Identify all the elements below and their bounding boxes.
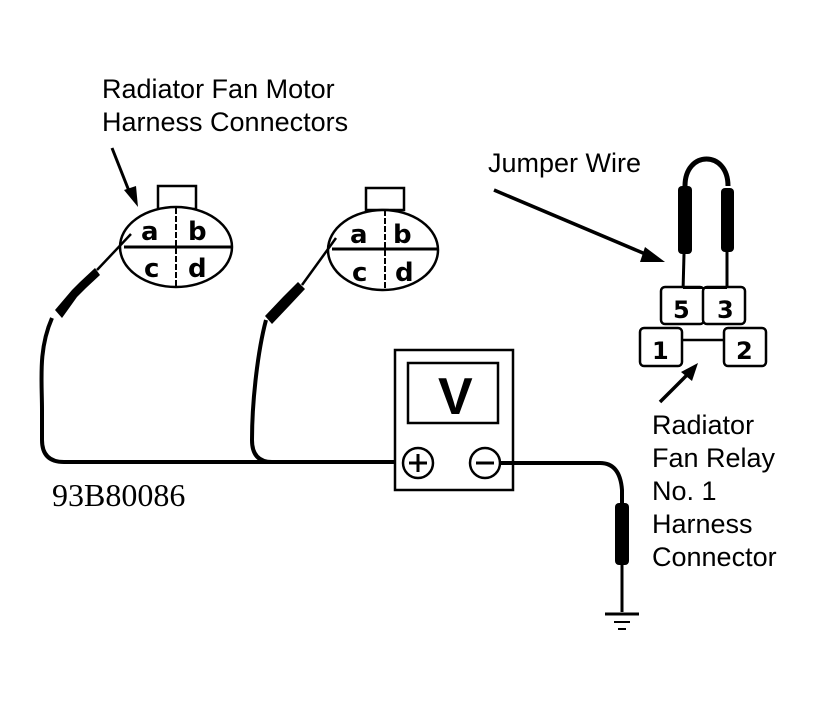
figure-code: 93B80086 <box>52 477 185 513</box>
fan-motor-connector-1: a b c d <box>118 184 234 289</box>
jumper-wire-arrow <box>493 188 665 262</box>
fan-motor-label-arrow <box>110 147 138 207</box>
relay-label-line4: Harness <box>652 509 753 539</box>
ground-lead <box>500 461 629 612</box>
jumper-wire-label: Jumper Wire <box>488 148 641 178</box>
jumper-wire <box>678 156 734 293</box>
fan-motor-label-line1: Radiator Fan Motor <box>102 74 335 104</box>
connector-1-pin-c: c <box>144 254 159 284</box>
relay-pin-2: 2 <box>736 337 753 365</box>
probe-lead-2 <box>250 237 338 441</box>
relay-label-line3: No. 1 <box>652 476 717 506</box>
connector-1-pin-b: b <box>188 217 207 247</box>
connector-2-pin-b: b <box>393 220 412 250</box>
relay-label-line1: Radiator <box>652 410 754 440</box>
relay-label-line5: Connector <box>652 542 777 572</box>
relay-pin-5: 5 <box>673 296 690 324</box>
relay-connector: 5 3 1 2 <box>638 285 768 368</box>
relay-pin-3: 3 <box>717 296 734 324</box>
fan-motor-connector-2: a b c d <box>326 186 440 292</box>
relay-label-line2: Fan Relay <box>652 443 776 473</box>
connector-1-pin-a: a <box>141 217 159 247</box>
voltmeter: V <box>393 348 515 492</box>
relay-label-arrow <box>658 363 698 404</box>
connector-2-pin-a: a <box>350 220 368 250</box>
common-wire <box>40 410 398 464</box>
connector-1-pin-d: d <box>188 254 207 284</box>
voltmeter-display: V <box>438 368 473 426</box>
fan-motor-label-line2: Harness Connectors <box>102 107 348 137</box>
probe-lead-1 <box>39 233 132 411</box>
probe-2-wire-join <box>250 439 273 464</box>
connector-2-pin-d: d <box>395 258 414 288</box>
ground-icon <box>605 612 639 630</box>
relay-pin-1: 1 <box>652 337 669 365</box>
connector-2-pin-c: c <box>352 258 367 288</box>
